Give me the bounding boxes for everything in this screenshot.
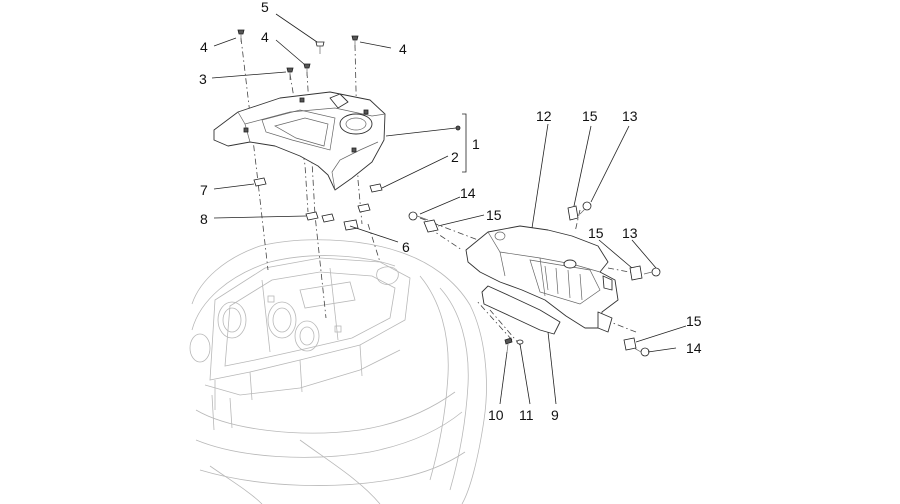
rear-carrier-plate [213,91,386,191]
callout-4: 4 [261,29,269,45]
callout-15: 15 [686,313,702,329]
callout-8: 8 [200,211,208,227]
callout-2: 2 [451,149,459,165]
callout-7: 7 [200,182,208,198]
scooter-body-ghost [189,239,487,504]
leader-lines [211,13,687,405]
license-plate-panel [481,285,561,335]
callout-4: 4 [200,39,208,55]
callout-14: 14 [686,340,702,356]
callout-4: 4 [399,41,407,57]
callout-13: 13 [622,225,638,241]
callout-13: 13 [622,108,638,124]
callout-15: 15 [588,225,604,241]
callout-10: 10 [488,407,504,423]
callout-3: 3 [199,71,207,87]
callout-6: 6 [402,239,410,255]
callout-14: 14 [460,185,476,201]
callout-labels: 5 4 4 4 3 1 2 7 8 6 12 15 13 14 15 15 13… [199,0,702,423]
callout-15: 15 [582,108,598,124]
rear-license-bracket [465,225,619,333]
callout-1: 1 [472,136,480,152]
callout-9: 9 [551,407,559,423]
callout-12: 12 [536,108,552,124]
callout-5: 5 [261,0,269,15]
callout-11: 11 [519,407,534,423]
callout-15: 15 [486,207,502,223]
